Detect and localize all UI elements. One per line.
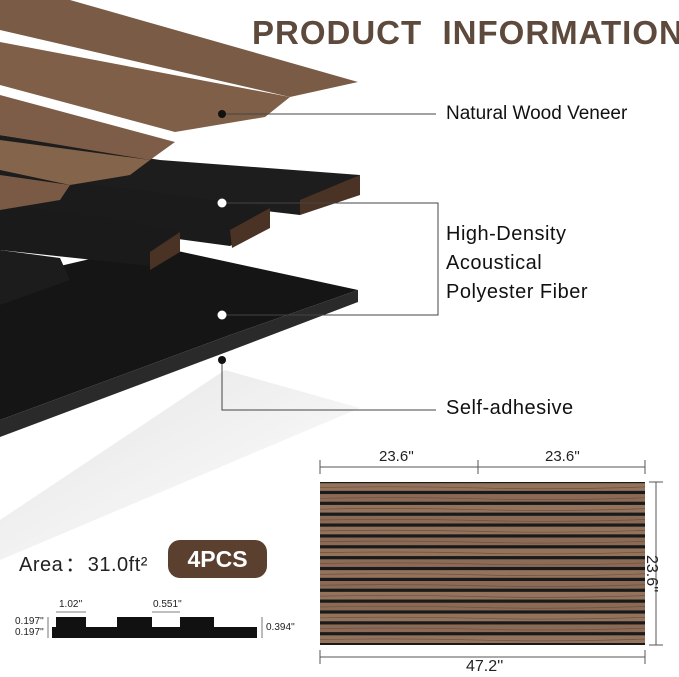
- panel-slats: [319, 483, 646, 643]
- dim-top-thickness: 0.197'': [15, 616, 44, 627]
- panel-slat-grain: [319, 540, 646, 544]
- panel-slat: [320, 613, 645, 622]
- label-fiber: High-Density Acoustical Polyester Fiber: [446, 220, 588, 307]
- panel-slat-grain: [319, 627, 646, 631]
- panel-slat-grain: [319, 638, 646, 642]
- label-fiber-line1: High-Density: [446, 223, 567, 245]
- panel-slat-grain: [319, 519, 646, 522]
- dim-gap: 0.551'': [153, 599, 182, 610]
- panel-slat: [320, 624, 645, 633]
- label-fiber-line2: Acoustical: [446, 252, 543, 274]
- panel-slat-grain: [319, 616, 646, 620]
- felt-layer: [0, 245, 358, 420]
- panel-slat: [320, 591, 645, 600]
- panel-slat: [320, 548, 645, 557]
- panel-slat: [320, 504, 645, 513]
- panel-slat-grain: [319, 573, 646, 577]
- area-separator: ：: [65, 554, 86, 576]
- panel-slat: [320, 483, 645, 491]
- leader-dots: [217, 110, 227, 364]
- panel-slat-grain: [319, 529, 646, 533]
- panel-slat: [320, 494, 645, 502]
- panel-slat: [320, 602, 645, 611]
- panel-slat-grain: [319, 562, 646, 566]
- label-veneer: Natural Wood Veneer: [446, 103, 628, 124]
- dim-total-thickness: 0.394'': [266, 622, 295, 633]
- area-label: Area: [19, 554, 64, 576]
- felt-edge: [0, 290, 358, 437]
- label-fiber-line3: Polyester Fiber: [446, 281, 588, 303]
- panel-slat: [320, 526, 645, 535]
- dim-bottom-thickness: 0.197'': [15, 627, 44, 638]
- panel-slat: [320, 537, 645, 546]
- leader-lines: [221, 113, 439, 411]
- area-text: Area：31.0ft²: [19, 548, 148, 577]
- panel-slat-grain: [319, 497, 646, 500]
- page-title: PRODUCT INFORMATION: [252, 14, 679, 51]
- dim-top-right: 23.6'': [545, 448, 580, 465]
- floor-shadow: [0, 370, 360, 560]
- dim-slat-width: 1.02'': [59, 599, 83, 610]
- panel-slat: [320, 570, 645, 578]
- panel-slat: [320, 581, 645, 589]
- panel-slat-grain: [319, 605, 646, 609]
- dim-bottom: 47.2'': [466, 658, 504, 675]
- panel-slat-grain: [319, 551, 646, 555]
- panel-diagram: [319, 460, 663, 664]
- panel-slat: [320, 515, 645, 524]
- panel-slat-grain: [319, 595, 646, 598]
- label-adhesive: Self-adhesive: [446, 397, 574, 419]
- panel-slat-grain: [319, 486, 646, 490]
- profile-diagram: [47, 611, 263, 638]
- dim-top-left: 23.6'': [379, 448, 414, 465]
- veneer-layer: [0, 0, 358, 210]
- panel-slat-grain: [319, 584, 646, 587]
- panel-slat-grain: [319, 508, 646, 511]
- panel-slat: [320, 635, 645, 643]
- panel-slat: [320, 559, 645, 567]
- quantity-badge: 4PCS: [168, 540, 267, 578]
- area-value: 31.0ft²: [87, 554, 148, 576]
- dim-right: 23.6'': [643, 555, 660, 593]
